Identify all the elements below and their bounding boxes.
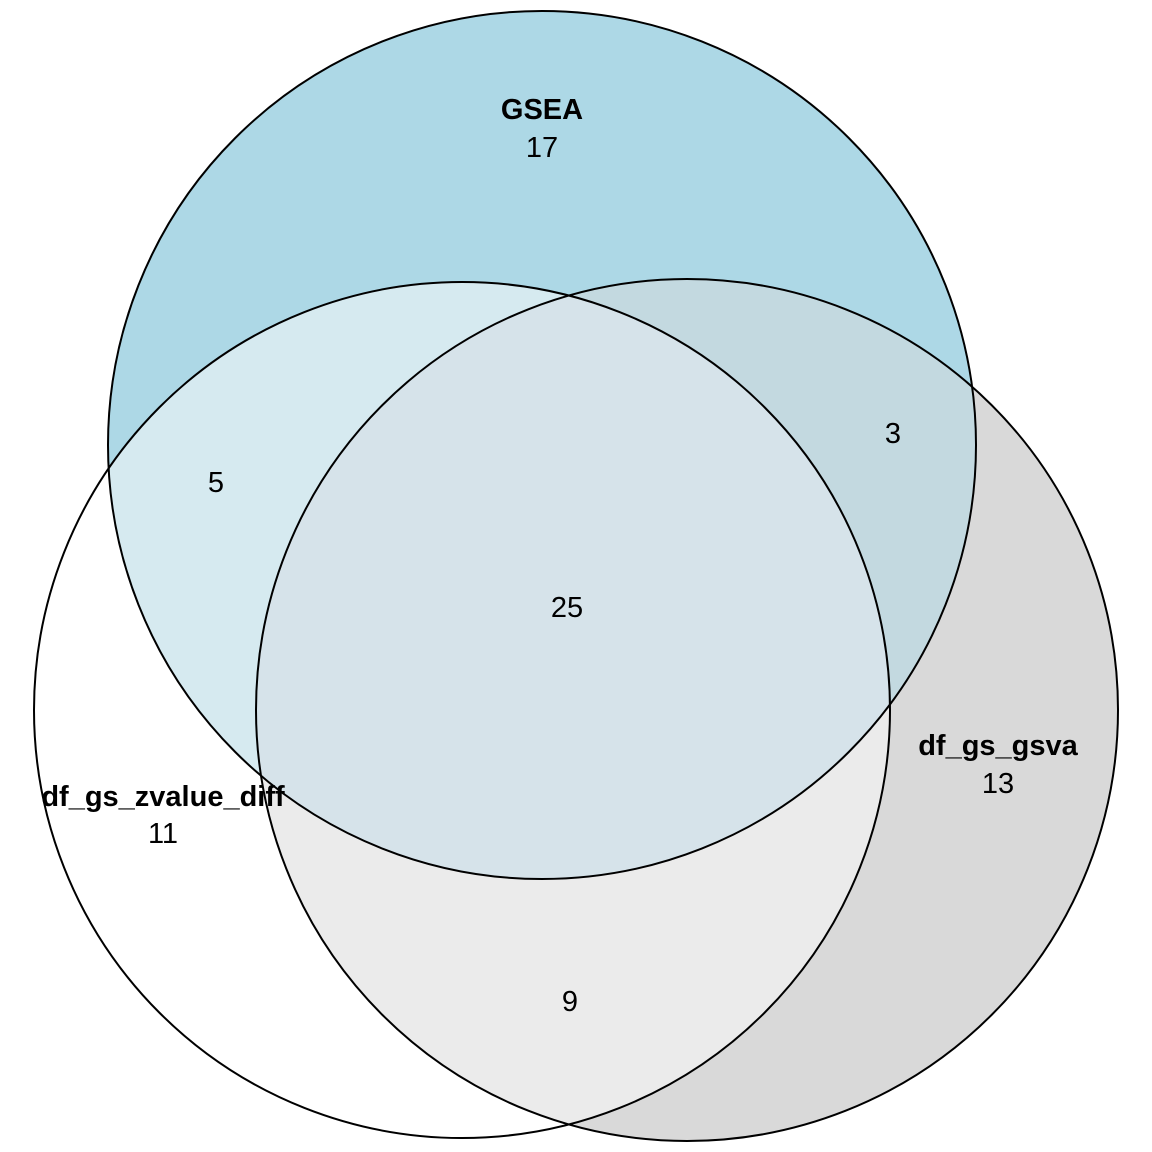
count-gsea-only: 17 — [526, 132, 558, 164]
set-label-gsea: GSEA — [501, 94, 583, 126]
count-gsea-zvalue: 5 — [208, 467, 224, 499]
count-zvalue-gsva: 9 — [562, 986, 578, 1018]
gsea-circle-outline — [107, 10, 977, 880]
zvalue-circle-outline — [33, 281, 891, 1139]
count-gsea-gsva: 3 — [885, 418, 901, 450]
count-zvalue-only: 11 — [148, 818, 178, 850]
count-gsva-only: 13 — [982, 768, 1014, 800]
set-label-gsva: df_gs_gsva — [918, 730, 1078, 762]
gsva-circle-outline — [255, 278, 1119, 1142]
region-all — [256, 282, 890, 879]
set-label-zvalue: df_gs_zvalue_diff — [41, 781, 285, 813]
count-all: 25 — [551, 592, 583, 624]
